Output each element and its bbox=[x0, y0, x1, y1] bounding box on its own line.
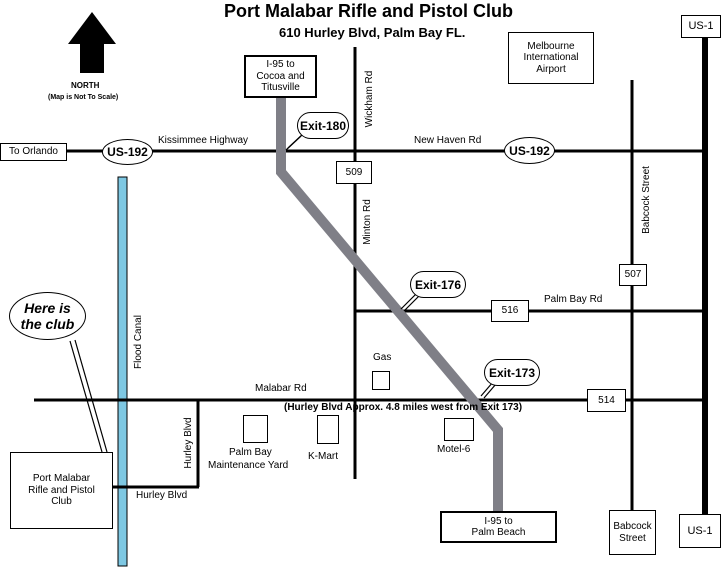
label-palm-bay-rd: Palm Bay Rd bbox=[544, 294, 603, 305]
kmart-building bbox=[317, 415, 339, 444]
exit-173-label: Exit-173 bbox=[488, 365, 536, 380]
club-box: Port Malabar Rifle and Pistol Club bbox=[10, 452, 113, 529]
label-flood-canal: Flood Canal bbox=[133, 315, 144, 369]
label-hurley-horizontal: Hurley Blvd bbox=[136, 490, 188, 501]
here-pointer bbox=[69, 340, 103, 453]
label-babcock-street: Babcock Street bbox=[641, 166, 652, 234]
us1-top-label: US-1 bbox=[688, 20, 714, 33]
label-kmart: K-Mart bbox=[308, 451, 338, 462]
label-palm-bay-yard-1: Palm Bay bbox=[229, 447, 272, 458]
label-wickham-rd: Wickham Rd bbox=[364, 70, 375, 128]
club-line-3: Club bbox=[51, 496, 72, 508]
club-line-1: Port Malabar bbox=[32, 473, 91, 485]
route-514-label: 514 bbox=[598, 394, 615, 406]
babcock-south-line-1: Babcock bbox=[613, 521, 652, 532]
route-516-label: 516 bbox=[501, 305, 519, 317]
page-subtitle: 610 Hurley Blvd, Palm Bay FL. bbox=[279, 25, 466, 40]
label-malabar-rd: Malabar Rd bbox=[255, 383, 307, 394]
route-514-shield: 514 bbox=[587, 389, 626, 412]
exit-176-label: Exit-176 bbox=[414, 277, 462, 292]
i95-south-box: I-95 to Palm Beach bbox=[440, 511, 557, 543]
i95-north-line-3: Titusville bbox=[261, 82, 300, 94]
route-509-shield: 509 bbox=[336, 161, 372, 184]
route-509-label: 509 bbox=[345, 166, 363, 178]
exit-176-connector bbox=[403, 294, 421, 312]
flood-canal bbox=[117, 176, 128, 567]
us192-left-label: US-192 bbox=[107, 145, 148, 159]
route-507-label: 507 bbox=[624, 269, 642, 281]
i95-south-line-2: Palm Beach bbox=[471, 527, 526, 538]
us192-right-label: US-192 bbox=[509, 143, 550, 158]
babcock-south-line-2: Street bbox=[619, 532, 646, 544]
route-507-shield: 507 bbox=[619, 264, 647, 286]
here-callout: Here is the club bbox=[9, 292, 86, 340]
here-line-2: the club bbox=[20, 316, 75, 332]
north-scale-note: (Map is Not To Scale) bbox=[48, 94, 119, 101]
label-hurley-vertical: Hurley Blvd bbox=[183, 417, 194, 469]
motel6-building bbox=[444, 418, 474, 441]
to-orlando-label: To Orlando bbox=[9, 146, 58, 158]
gas-building bbox=[372, 371, 390, 390]
here-line-1: Here is bbox=[24, 299, 71, 316]
route-516-shield: 516 bbox=[491, 300, 529, 322]
i95-south-line-1: I-95 to bbox=[484, 515, 513, 527]
i95-north-line-2: Cocoa and bbox=[256, 70, 305, 82]
palm-bay-yard-building bbox=[243, 415, 268, 443]
us192-right-shield: US-192 bbox=[504, 137, 555, 164]
airport-line-2: International bbox=[523, 52, 579, 64]
here-pointer-2 bbox=[74, 339, 108, 453]
us192-left-shield: US-192 bbox=[102, 139, 153, 165]
airport-line-3: Airport bbox=[536, 63, 566, 75]
us1-bottom-label: US-1 bbox=[687, 524, 713, 537]
road-i95 bbox=[276, 96, 503, 512]
to-orlando-box: To Orlando bbox=[0, 143, 67, 161]
direction-note: (Hurley Blvd Approx. 4.8 miles west from… bbox=[284, 402, 523, 413]
label-kissimmee: Kissimmee Highway bbox=[158, 135, 249, 146]
north-label: NORTH bbox=[71, 81, 100, 90]
label-palm-bay-yard-2: Maintenance Yard bbox=[208, 460, 289, 471]
us1-bottom-shield: US-1 bbox=[679, 514, 721, 548]
exit-173-callout: Exit-173 bbox=[484, 359, 540, 386]
club-line-2: Rifle and Pistol bbox=[28, 484, 95, 496]
label-new-haven: New Haven Rd bbox=[414, 135, 482, 146]
exit-173-connector bbox=[483, 383, 497, 399]
label-minton-rd: Minton Rd bbox=[362, 199, 373, 245]
exit-176-connector-2 bbox=[400, 292, 418, 310]
babcock-south-box: Babcock Street bbox=[609, 510, 656, 555]
exit-180-callout: Exit-180 bbox=[297, 112, 349, 139]
page-title: Port Malabar Rifle and Pistol Club bbox=[224, 1, 514, 21]
airport-line-1: Melbourne bbox=[527, 40, 575, 52]
airport-box: Melbourne International Airport bbox=[508, 32, 594, 84]
us1-top-shield: US-1 bbox=[681, 15, 721, 38]
exit-180-label: Exit-180 bbox=[299, 118, 347, 133]
i95-north-line-1: I-95 to bbox=[266, 59, 295, 71]
north-arrow-icon bbox=[68, 12, 116, 73]
exit-176-callout: Exit-176 bbox=[410, 271, 466, 298]
label-gas: Gas bbox=[373, 352, 392, 363]
i95-north-box: I-95 to Cocoa and Titusville bbox=[244, 55, 317, 98]
label-motel6: Motel-6 bbox=[437, 444, 471, 455]
exit-180-connector-2 bbox=[285, 135, 302, 151]
